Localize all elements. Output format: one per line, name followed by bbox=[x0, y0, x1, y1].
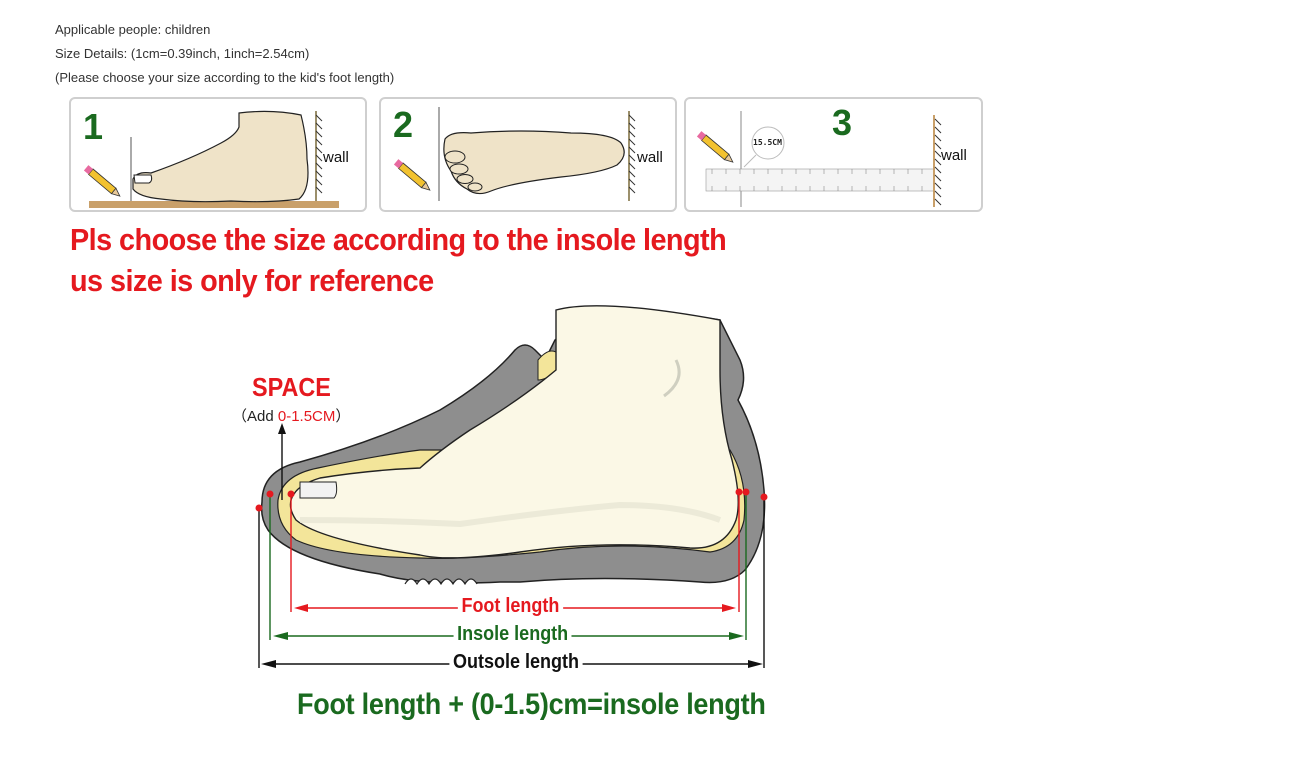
size-details-text: Size Details: (1cm=0.39inch, 1inch=2.54c… bbox=[55, 46, 310, 61]
space-sub-prefix: （Add bbox=[232, 408, 278, 425]
step-1-panel: 1 wall bbox=[69, 97, 367, 212]
space-sub-suffix: ） bbox=[335, 408, 351, 425]
foot-side-illustration bbox=[83, 110, 339, 208]
measurement-badge: 15.5CM bbox=[753, 138, 782, 147]
space-sub-value: 0-1.5CM bbox=[277, 408, 336, 425]
wall-label: wall bbox=[637, 149, 663, 166]
applicable-people-text: Applicable people: children bbox=[55, 22, 211, 37]
headline-line-2: us size is only for reference bbox=[70, 263, 434, 298]
step-3-panel: 15.5CM 3 wall bbox=[684, 97, 983, 212]
step-number: 1 bbox=[83, 106, 104, 147]
wall-label: wall bbox=[941, 147, 967, 164]
space-subtitle: （Add 0-1.5CM） bbox=[232, 405, 350, 426]
foot-length-label: Foot length bbox=[457, 595, 564, 618]
step-2-panel: 2 wall bbox=[379, 97, 677, 212]
pencil-icon bbox=[83, 165, 121, 197]
space-title: SPACE bbox=[252, 372, 331, 402]
product-description: Applicable people: children Size Details… bbox=[55, 18, 394, 90]
pencil-icon bbox=[696, 131, 734, 163]
step-number: 3 bbox=[832, 102, 853, 143]
wall-label: wall bbox=[323, 149, 349, 166]
ruler-illustration bbox=[696, 111, 942, 207]
headline-line-1: Pls choose the size according to the ins… bbox=[70, 222, 727, 257]
foot-sole-illustration bbox=[393, 107, 636, 201]
outsole-length-label: Outsole length bbox=[449, 651, 583, 674]
insole-length-label: Insole length bbox=[453, 623, 572, 646]
step-number: 2 bbox=[393, 104, 414, 145]
size-formula: Foot length + (0-1.5)cm=insole length bbox=[297, 688, 766, 721]
pencil-icon bbox=[393, 159, 431, 191]
size-instruction-text: (Please choose your size according to th… bbox=[55, 70, 395, 85]
